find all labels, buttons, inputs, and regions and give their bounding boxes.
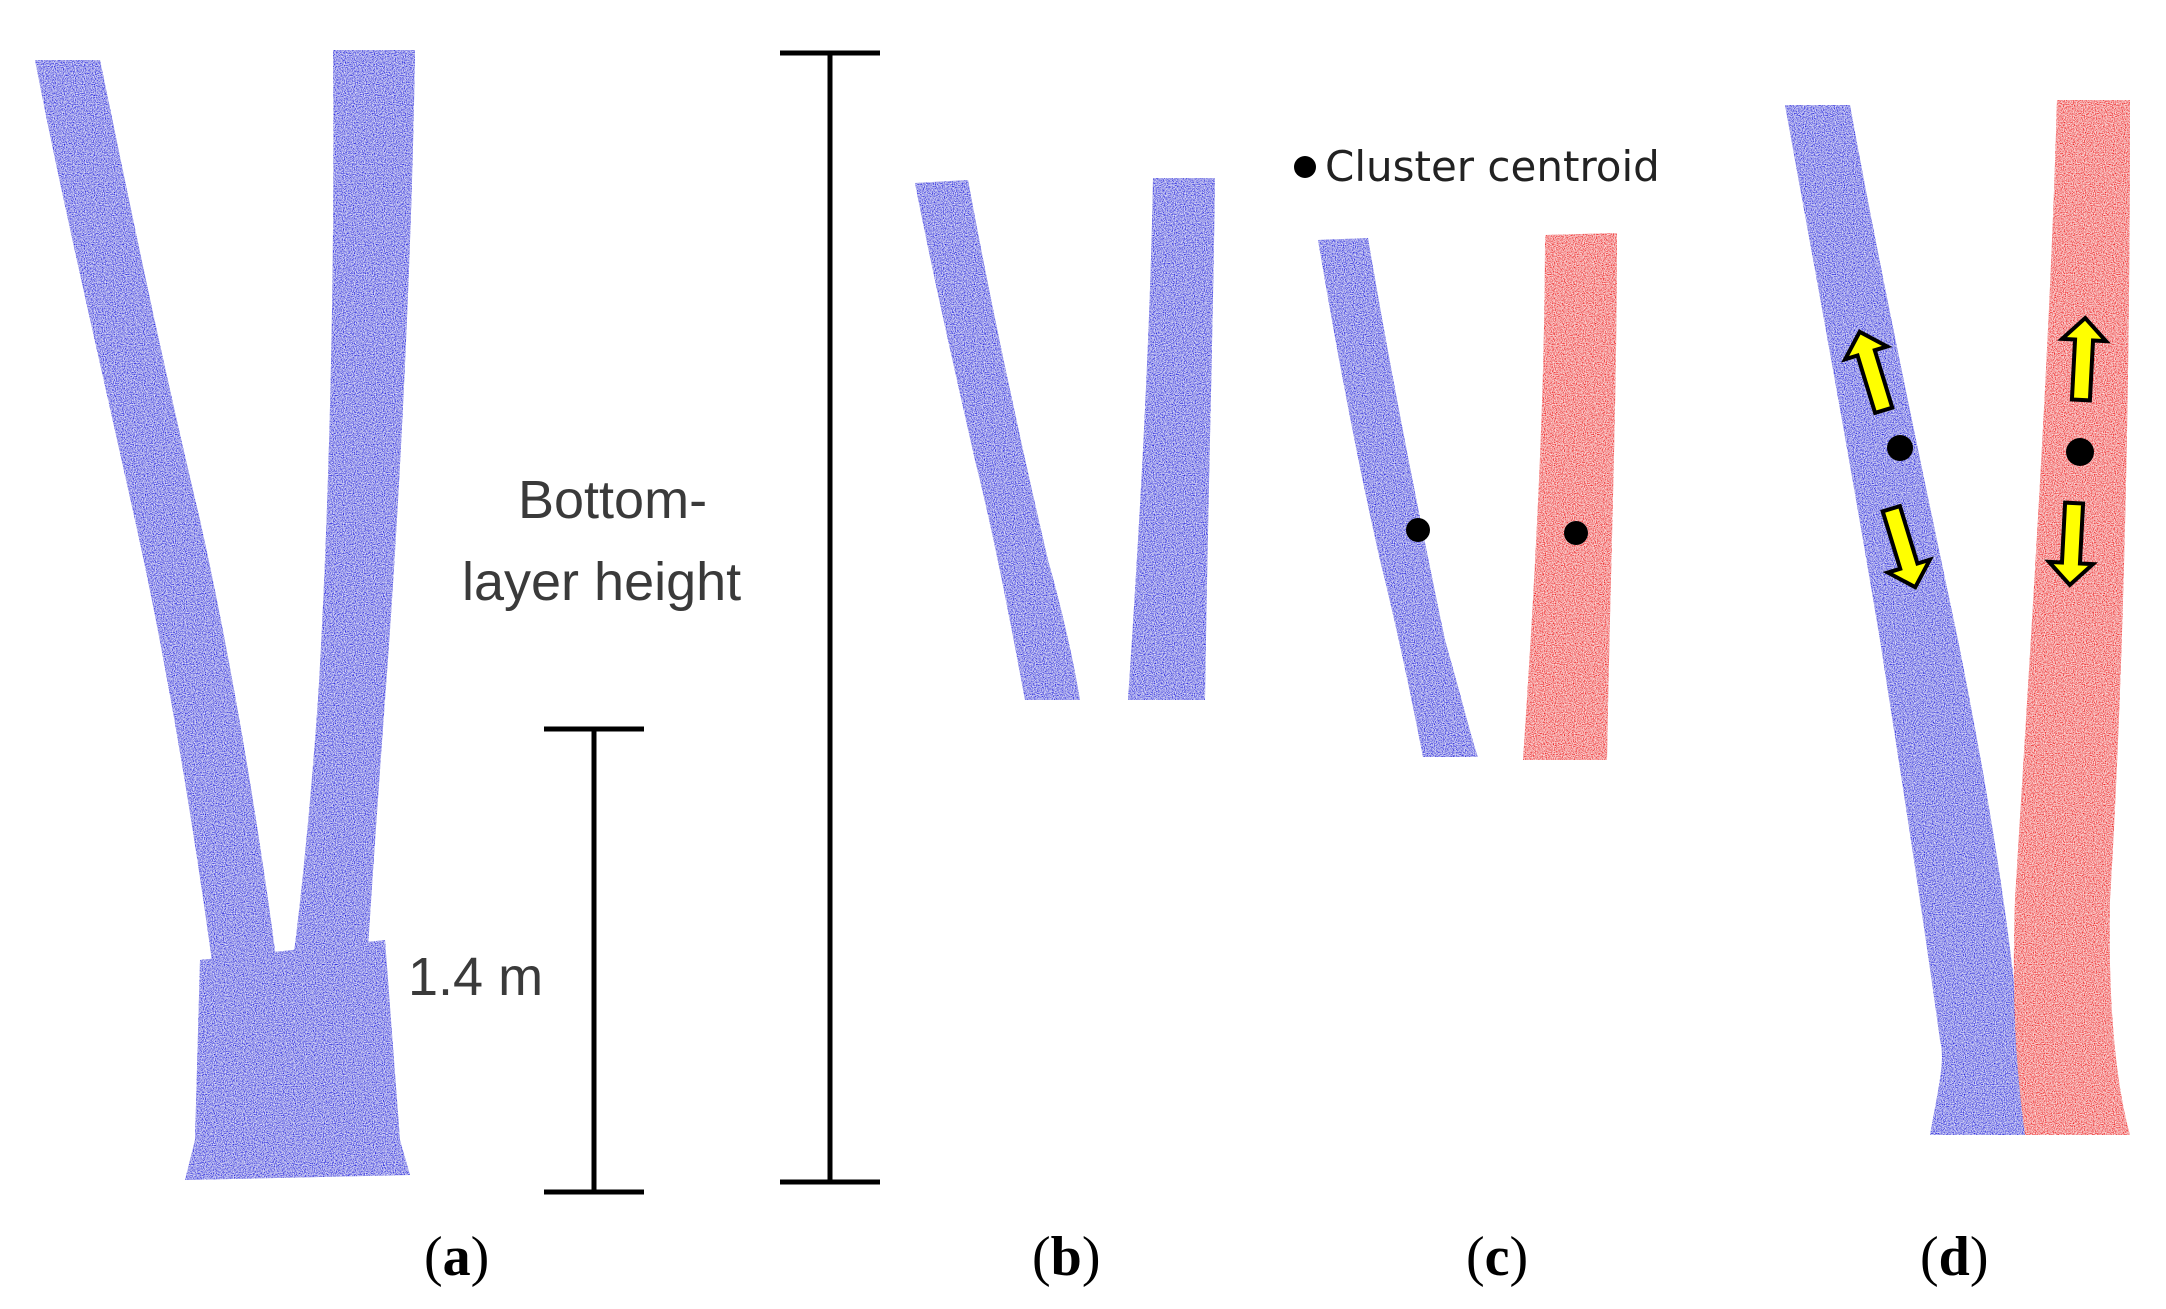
scale-bar-1-4m: 1.4 m [408, 726, 644, 1195]
panel-label-c: (c) [1466, 1226, 1528, 1288]
blue-down-arrow-icon [1880, 503, 1934, 590]
panel-label-a: (a) [424, 1226, 489, 1288]
panel-a-right-stem [270, 50, 415, 1110]
panel-d-red-stem [2013, 100, 2130, 1135]
scale-bar-bottom-layer-height: Bottom- layer height [462, 50, 880, 1185]
panel-b-point-cloud [915, 178, 1215, 700]
panel-label-b: (b) [1032, 1226, 1100, 1288]
bottom-layer-height-label-line2: layer height [462, 552, 741, 612]
panel-d-point-cloud [1785, 100, 2130, 1135]
panel-d-red-centroid [2066, 438, 2094, 466]
red-up-arrow-icon [2057, 315, 2111, 403]
legend-centroid-label: Cluster centroid [1325, 142, 1660, 191]
panel-b-right-stem [1128, 178, 1215, 700]
panel-a-point-cloud [35, 50, 415, 1180]
panel-c-red-centroid [1564, 521, 1588, 545]
panel-a-base [185, 940, 410, 1180]
bottom-layer-height-label-line1: Bottom- [518, 470, 707, 530]
panel-c-red-stem [1523, 233, 1617, 760]
panel-c-blue-stem [1318, 238, 1478, 757]
red-down-arrow-icon [2044, 500, 2098, 588]
panel-c-blue-centroid [1406, 518, 1430, 542]
panel-label-d: (d) [1920, 1226, 1988, 1288]
legend-cluster-centroid: Cluster centroid [1294, 142, 1660, 191]
panel-b-left-stem [915, 180, 1080, 700]
panel-c-point-cloud [1318, 233, 1617, 760]
panel-d-blue-centroid [1887, 435, 1913, 461]
blue-up-arrow-icon [1841, 329, 1895, 416]
panel-d-growth-arrows [1841, 315, 2111, 590]
scale-bar-1-4m-label: 1.4 m [408, 947, 543, 1007]
panel-a-left-stem [35, 60, 285, 1060]
panel-d-blue-stem [1785, 105, 2030, 1135]
legend-centroid-marker [1294, 156, 1316, 178]
